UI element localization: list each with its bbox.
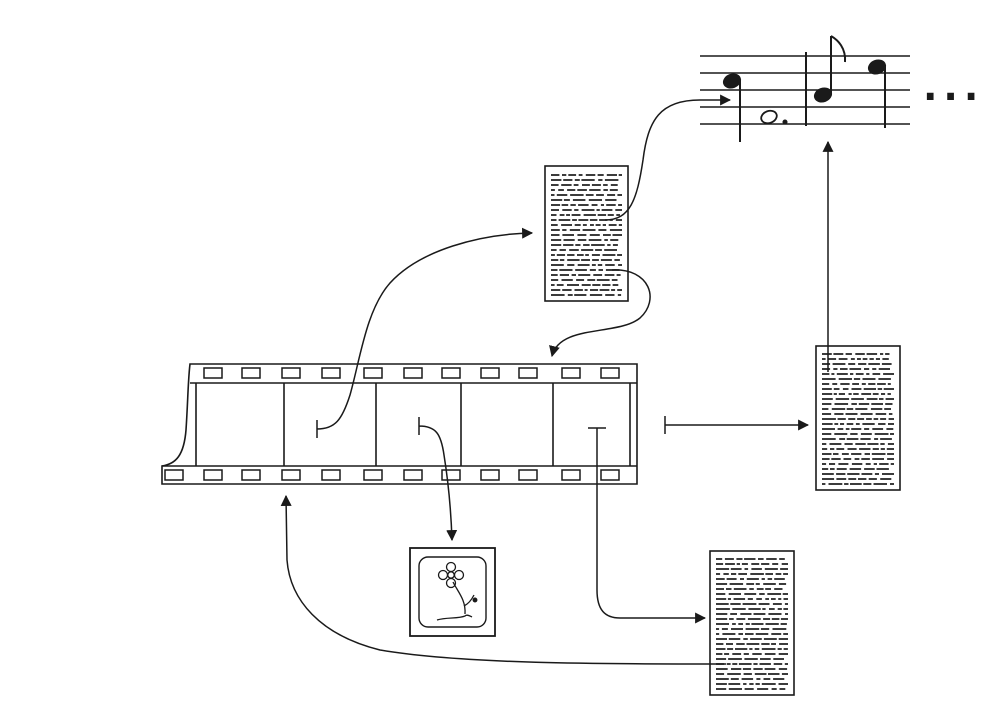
eighth-note-icon <box>813 35 847 103</box>
film-strip <box>161 363 638 485</box>
film-sprocket-hole <box>281 367 301 379</box>
film-sprocket-hole <box>363 367 383 379</box>
link-arrow-film-to-lower-doc <box>588 427 705 618</box>
film-sprocket-hole <box>281 469 301 481</box>
film-sprocket-hole <box>203 367 223 379</box>
film-sprocket-hole <box>561 469 581 481</box>
film-sprocket-hole <box>561 367 581 379</box>
film-sprocket-hole <box>203 469 223 481</box>
link-arrow-film-to-upper-doc <box>316 233 532 438</box>
film-sprocket-hole <box>480 367 500 379</box>
music-staff <box>700 35 910 142</box>
film-sprocket-hole <box>480 469 500 481</box>
film-sprocket-hole <box>441 469 461 481</box>
dotted-half-note-icon <box>760 109 788 125</box>
image-panel <box>409 547 496 637</box>
film-sprocket-hole <box>518 469 538 481</box>
text-document-lower <box>709 550 795 696</box>
quarter-note-icon <box>867 59 887 128</box>
film-sprocket-hole <box>321 367 341 379</box>
film-sprocket-hole <box>518 367 538 379</box>
film-sprocket-row-top <box>203 367 620 379</box>
quarter-note-icon <box>722 73 742 142</box>
link-arrow-film-to-right-doc <box>664 416 808 434</box>
link-arrow-upper-doc-to-film <box>549 269 651 358</box>
film-sprocket-hole <box>403 367 423 379</box>
film-sprocket-hole <box>241 367 261 379</box>
continuation-mark: ... <box>923 65 984 109</box>
film-sprocket-hole <box>600 469 620 481</box>
text-document-upper <box>544 165 629 302</box>
film-sprocket-hole <box>321 469 341 481</box>
film-sprocket-hole <box>403 469 423 481</box>
film-sprocket-hole <box>164 469 184 481</box>
film-sprocket-hole <box>241 469 261 481</box>
text-document-right <box>815 345 901 491</box>
link-arrow-film-to-image <box>418 417 452 540</box>
link-arrow-lower-doc-to-film <box>280 494 727 665</box>
link-arrow-upper-doc-to-music <box>604 94 732 221</box>
flower-icon <box>436 561 478 621</box>
film-sprocket-hole <box>600 367 620 379</box>
film-sprocket-row-bottom <box>164 469 620 481</box>
film-sprocket-hole <box>363 469 383 481</box>
film-sprocket-hole <box>441 367 461 379</box>
